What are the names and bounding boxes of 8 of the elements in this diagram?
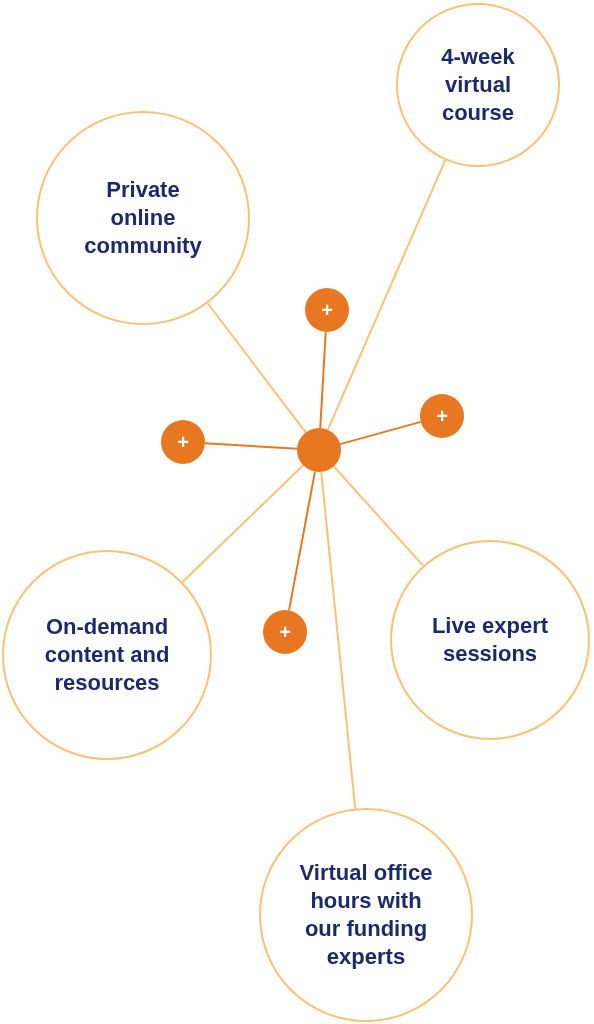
connector-line [326,159,447,431]
connector-line [339,420,422,446]
connector-line [319,330,327,430]
connector-line [181,464,305,583]
connector-line [206,302,307,434]
connector-line [288,470,316,612]
connector-line [320,470,357,810]
connector-line [332,465,425,567]
